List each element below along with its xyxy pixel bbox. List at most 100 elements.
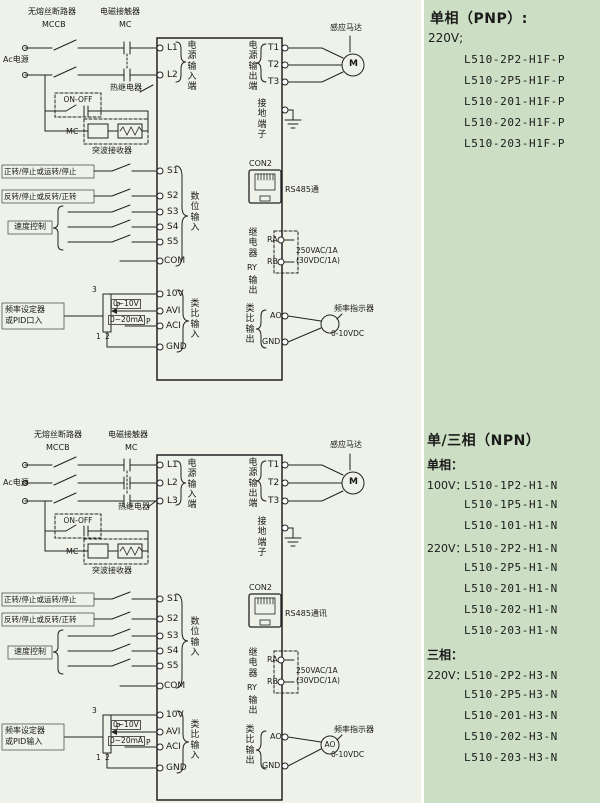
inverter-block-top (156, 37, 283, 381)
terminal-t1: T1 (268, 43, 280, 53)
terminal-t1-2: T1 (268, 460, 280, 470)
terminal-ra-2: RA (267, 655, 278, 664)
single-phase-heading: 单相： (427, 458, 464, 472)
model-item: L510-201-H1F-P (464, 95, 566, 108)
mc-coil-label: MC (66, 127, 79, 136)
model-row: L510-2P5-H3-N (427, 688, 558, 701)
relay-label-2: 继电器 (248, 648, 258, 679)
model-item: L510-203-H1-N (464, 624, 558, 637)
ry-label-2: RY (247, 683, 257, 692)
model-item: L510-201-H3-N (464, 709, 558, 722)
model-item: L510-202-H1-N (464, 603, 558, 616)
thermal-relay-label-2: 热继电器 (118, 502, 150, 511)
potentiometer-top (102, 293, 112, 333)
mc-label: MC (119, 20, 132, 29)
terminal-ao-2: AO (270, 732, 282, 741)
mc-label-2: MC (125, 443, 138, 452)
mccb-label: MCCB (42, 20, 66, 29)
pot-pin3: 3 (92, 285, 97, 294)
terminal-s4-2: S4 (167, 646, 179, 656)
breaker-title-2: 无熔丝断路器 (34, 430, 82, 439)
terminal-s2-2: S2 (167, 614, 179, 624)
pot-pin2-2: 2 (105, 753, 110, 762)
terminal-gnd-in-2: GND (166, 763, 187, 773)
terminal-l3-2: L3 (167, 496, 178, 506)
terminal-rb: RB (267, 257, 279, 266)
model-row: L510-203-H1-N (427, 624, 558, 637)
inverter-block-bottom (156, 454, 283, 801)
digital-input-label-2: 数位输入 (190, 617, 200, 659)
terminal-gnd-in: GND (166, 342, 187, 352)
vdc-range-label-2: 0-10VDC (331, 750, 365, 759)
model-item: L510-1P2-H1-N (464, 479, 558, 492)
terminal-s5-2: S5 (167, 661, 179, 671)
pid-input-label-2: 或PID输入 (5, 737, 43, 746)
terminal-10v: 10V (166, 289, 184, 299)
model-list-panel (421, 0, 600, 803)
terminal-avi: AVI (166, 306, 181, 316)
motor-label-2: 感应马达 (330, 440, 362, 449)
fwd-stop-label-2: 正转/停止或运转/停止 (4, 595, 77, 604)
surge-absorber-top (117, 123, 143, 139)
model-row: L510-2P5-H1-N (427, 561, 558, 574)
thermal-relay-label: 热继电器 (110, 83, 142, 92)
model-row: 220V：L510-2P2-H1-N (427, 540, 558, 556)
analog-input-label-2: 类比输入 (190, 720, 200, 762)
relay-spec-2-2: (30VDC/1A) (296, 676, 340, 685)
on-off-label: ON-OFF (63, 95, 93, 104)
relay-spec-2: (30VDC/1A) (296, 256, 340, 265)
relay-label: 继电器 (248, 228, 258, 259)
motor-m: M (349, 59, 358, 69)
freq-meter-bottom (320, 735, 340, 755)
rs485-label: RS485通 (285, 185, 319, 194)
ground-symbol-bottom (284, 527, 302, 547)
npn-title: 单/三相（NPN） (427, 433, 541, 449)
terminal-com-2: COM (164, 681, 186, 691)
model-item: L510-202-H3-N (464, 730, 558, 743)
terminal-t3-2: T3 (268, 496, 280, 506)
model-row: L510-201-H3-N (427, 709, 558, 722)
terminal-gnd-out-2: GND (262, 761, 281, 770)
mc-coil-top (87, 123, 109, 139)
range-v-label-2: 0~10V (111, 720, 141, 731)
con2-label-2: CON2 (249, 583, 272, 592)
top-diagram-strokes (1, 35, 365, 381)
model-item: L510-201-H1-N (464, 582, 558, 595)
surge-absorber-label-2: 突波接收器 (92, 566, 132, 575)
pot-p-b-2: P (146, 738, 151, 747)
pot-pin2: 2 (105, 332, 110, 341)
surge-absorber-label: 突波接收器 (92, 146, 132, 155)
terminal-aci-2: ACI (166, 742, 181, 752)
motor-m-2: M (349, 477, 358, 487)
terminal-s2: S2 (167, 191, 179, 201)
terminal-avi-2: AVI (166, 727, 181, 737)
power-output-label: 电源输出端 (248, 41, 258, 93)
pid-input-label: 或PID口入 (5, 316, 43, 325)
pnp-title: 单相（PNP）: (430, 11, 528, 27)
con2-connector-bottom (248, 593, 282, 628)
pot-p-a: P (116, 301, 121, 310)
model-item: L510-203-H1F-P (464, 137, 566, 150)
freq-setter-label-2: 频率设定器 (5, 726, 45, 735)
terminal-s5: S5 (167, 237, 179, 247)
con2-label: CON2 (249, 159, 272, 168)
motor-label: 感应马达 (330, 23, 362, 32)
mccb-label-2: MCCB (46, 443, 70, 452)
terminal-10v-2: 10V (166, 710, 184, 720)
con2-connector-top (248, 169, 282, 204)
power-input-label-2: 电源输入端 (187, 459, 197, 511)
model-row: L510-1P5-H1-N (427, 498, 558, 511)
relay-output-word-2: 输出 (248, 696, 258, 717)
relay-spec-1: 250VAC/1A (296, 246, 338, 255)
ground-symbol-top (284, 109, 302, 129)
terminal-s1: S1 (167, 166, 179, 176)
model-row: 100V：L510-1P2-H1-N (427, 477, 558, 493)
range-v-label: 0~10V (111, 299, 141, 310)
relay-spec-1-2: 250VAC/1A (296, 666, 338, 675)
meter-ao-label: AO (324, 740, 336, 749)
voltage-prefix: 100V： (427, 479, 467, 492)
terminal-t2-2: T2 (268, 478, 280, 488)
terminal-t3: T3 (268, 77, 280, 87)
